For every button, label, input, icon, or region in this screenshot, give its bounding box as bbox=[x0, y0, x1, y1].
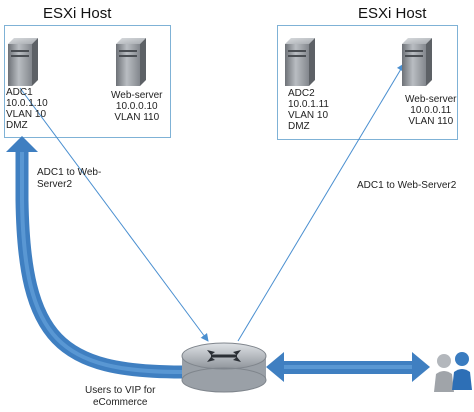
users-label-line-1: Users to VIP for bbox=[85, 385, 156, 396]
users-to-adc1-flow-arrow bbox=[6, 136, 183, 379]
adc1-name: ADC1 bbox=[6, 87, 33, 98]
esxi-host-left-title: ESXi Host bbox=[43, 5, 112, 22]
webserver1-name: Web-server bbox=[111, 90, 163, 101]
webserver2-server-icon bbox=[402, 38, 432, 86]
webserver1-vlan: VLAN 110 bbox=[114, 112, 160, 123]
users-to-vip-label: Users to VIP for eCommerce bbox=[85, 385, 155, 409]
user-grey-figure bbox=[434, 354, 454, 392]
users-label-line-2: eCommerce bbox=[92, 397, 148, 408]
adc1-to-webserver2-left-label: ADC1 to Web- Server2 bbox=[37, 167, 101, 191]
adc2-label: ADC2 10.0.1.11 VLAN 10 DMZ bbox=[288, 88, 329, 132]
webserver2-vlan: VLAN 110 bbox=[408, 116, 454, 127]
webserver2-name: Web-server bbox=[405, 94, 457, 105]
adc1-to-webserver2-right-label: ADC1 to Web-Server2 bbox=[357, 180, 457, 191]
user-blue-figure bbox=[452, 352, 472, 390]
esxi-host-right-title: ESXi Host bbox=[358, 5, 427, 22]
adc2-ip: 10.0.1.11 bbox=[288, 99, 329, 110]
adc2-server-icon bbox=[285, 38, 315, 86]
adc2-zone: DMZ bbox=[288, 121, 310, 132]
adc1-ip: 10.0.1.10 bbox=[6, 98, 48, 109]
webserver1-ip: 10.0.0.10 bbox=[115, 101, 158, 112]
webserver2-label: Web-server 10.0.0.11 VLAN 110 bbox=[405, 94, 457, 127]
adc1-to-router-link bbox=[19, 87, 209, 342]
webserver1-server-icon bbox=[116, 38, 146, 86]
router-users-double-arrow bbox=[266, 352, 430, 382]
adc1-vlan: VLAN 10 bbox=[6, 109, 47, 120]
left-label-line-2: Server2 bbox=[37, 179, 73, 190]
webserver2-ip: 10.0.0.11 bbox=[410, 105, 452, 116]
router-icon bbox=[181, 342, 267, 393]
router-to-webserver2-link bbox=[237, 63, 405, 342]
adc2-vlan: VLAN 10 bbox=[288, 110, 329, 121]
adc1-server-icon bbox=[8, 38, 38, 86]
adc2-name: ADC2 bbox=[288, 88, 315, 99]
left-label-line-1: ADC1 to Web- bbox=[37, 167, 102, 178]
adc1-label: ADC1 10.0.1.10 VLAN 10 DMZ bbox=[6, 87, 48, 131]
adc1-zone: DMZ bbox=[6, 120, 28, 131]
webserver1-label: Web-server 10.0.0.10 VLAN 110 bbox=[111, 90, 163, 123]
users-icon bbox=[434, 352, 472, 392]
